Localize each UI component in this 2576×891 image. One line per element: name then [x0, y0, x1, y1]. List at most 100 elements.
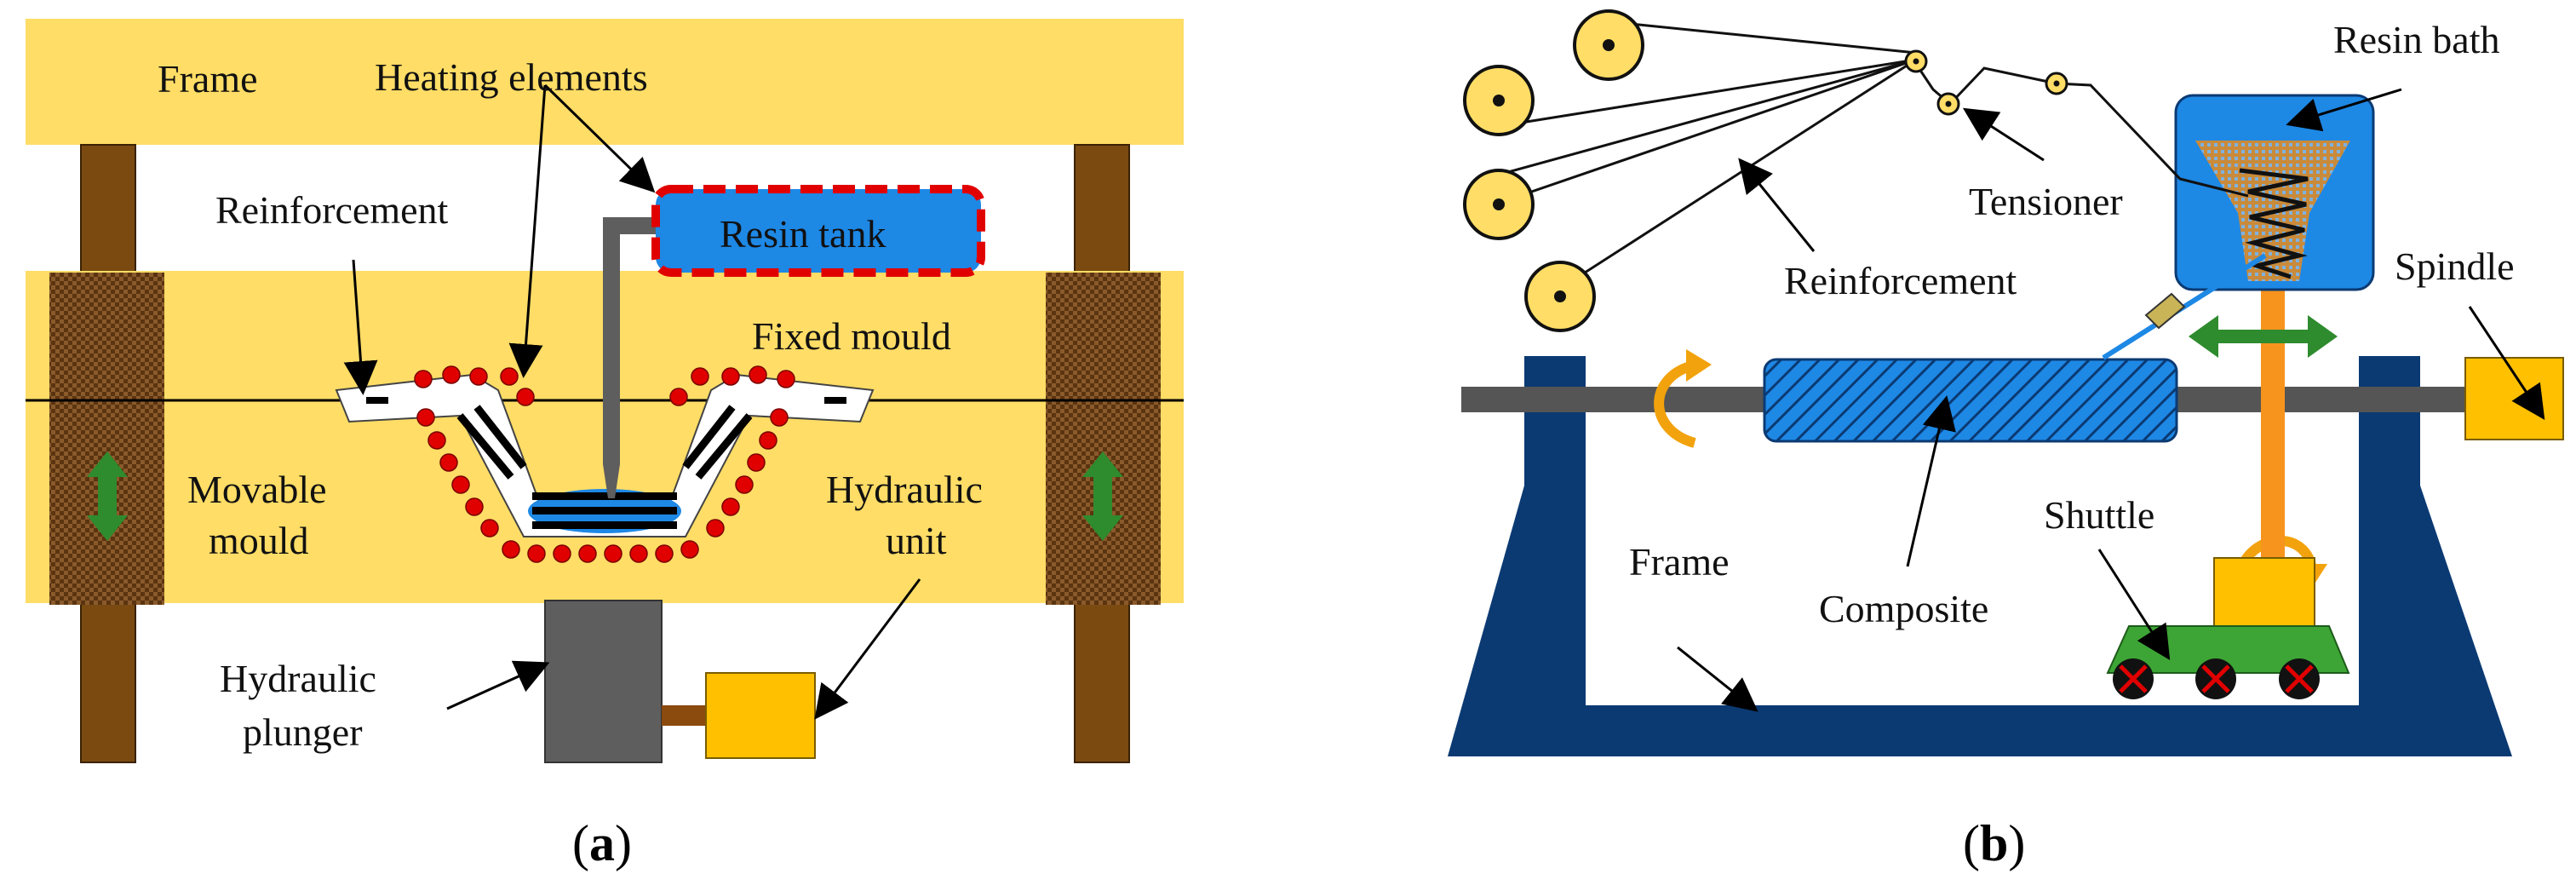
label-heating-elements: Heating elements	[375, 55, 648, 99]
spool-hub	[1493, 198, 1505, 210]
vertical-motion-arrow-left	[87, 451, 128, 541]
fiber-coil	[2239, 168, 2309, 279]
label-reinforcement-b: Reinforcement	[1784, 259, 2017, 302]
heater-dot	[451, 475, 470, 494]
fiber-line	[1558, 58, 1917, 291]
heater-dot	[747, 453, 766, 472]
shuttle-mast	[2261, 281, 2285, 562]
reinforcement-stack	[456, 413, 514, 480]
label-fixed-mould: Fixed mould	[752, 314, 951, 358]
heater-dot	[500, 367, 519, 386]
reinforcement-piece-left	[366, 397, 388, 404]
traverse-arrow	[2189, 315, 2338, 358]
reinforcement-stack	[682, 405, 736, 469]
caption-a-open: (	[572, 815, 589, 871]
label-frame-b: Frame	[1629, 540, 1730, 583]
bushing-right	[1046, 273, 1161, 605]
heater-dot	[553, 544, 571, 563]
heating-leader-2	[543, 83, 656, 193]
hydraulic-unit	[705, 672, 816, 759]
reinforcement-stack	[695, 413, 753, 480]
label-hydraulic-unit-1: Hydraulic	[826, 468, 983, 511]
heater-dot	[759, 431, 777, 450]
heater-dot	[465, 497, 484, 516]
applicator-nozzle	[2144, 292, 2186, 330]
heater-dot	[655, 544, 674, 563]
reinforcement-piece-right	[824, 397, 846, 404]
resin-feed-pipe	[603, 217, 663, 464]
tensioner-rollers	[1904, 49, 2068, 116]
label-reinforcement-a: Reinforcement	[215, 188, 449, 232]
hydraulic-rod	[662, 705, 706, 726]
caption-a-letter: a	[589, 815, 615, 871]
unit-leader	[814, 578, 921, 720]
frame-leader-b	[1677, 646, 1758, 712]
caption-b: (b)	[1963, 815, 2025, 871]
heater-dot	[439, 453, 458, 472]
fiber-line	[1515, 58, 1917, 125]
fiber-line	[1498, 58, 1917, 176]
heating-leader-1	[508, 84, 547, 378]
heater-dot	[469, 367, 488, 386]
mould-cavity	[335, 373, 875, 537]
caption-b-close: )	[2008, 815, 2025, 871]
reinforcement-stack	[532, 521, 677, 529]
label-shuttle: Shuttle	[2044, 493, 2154, 537]
caption-a-close: )	[615, 815, 632, 871]
heater-dot	[442, 365, 461, 384]
label-spindle: Spindle	[2395, 244, 2515, 288]
heater-dot	[777, 370, 795, 388]
heater-dot	[480, 519, 499, 537]
label-tensioner: Tensioner	[1969, 180, 2123, 223]
plunger-leader	[446, 660, 550, 710]
rotation-arrow-spindle-head	[1686, 349, 1712, 382]
shuttle-wheels	[2113, 658, 2320, 699]
hydraulic-plunger	[544, 600, 663, 763]
spindle-leader	[2468, 306, 2545, 420]
resin-feed-nozzle	[603, 464, 620, 498]
wheel-cross	[2119, 664, 2314, 693]
label-movable-mould-1: Movable	[187, 468, 327, 511]
reinforcement-leader-b	[1738, 158, 1816, 252]
reinforcement-leader	[343, 259, 378, 395]
label-hydraulic-plunger-2: plunger	[243, 710, 363, 754]
spindle-motor	[2464, 357, 2564, 440]
heater-dot	[721, 497, 740, 516]
fiber-line	[1494, 58, 1917, 206]
spool-hub	[1554, 290, 1566, 302]
label-resin-tank: Resin tank	[720, 212, 886, 256]
tensioner-roller-hub	[1945, 101, 1952, 107]
frame-top-beam	[26, 19, 1184, 145]
heater-dot	[749, 365, 767, 384]
heater-dot	[416, 408, 435, 427]
heater-dot	[770, 408, 789, 427]
reinforcement-stack	[532, 492, 677, 500]
heater-dot	[502, 540, 520, 559]
fiber-line	[1604, 20, 1917, 55]
composite-part	[1763, 358, 2178, 443]
reinforcement-stack	[532, 507, 677, 514]
heater-dot	[516, 388, 535, 406]
bushing-left	[49, 273, 164, 605]
heater-dot	[427, 431, 446, 450]
label-hydraulic-unit-2: unit	[886, 519, 947, 562]
panel-b: Resin bath Tensioner Reinforcement Spind…	[1448, 9, 2564, 871]
fiber-path	[1914, 63, 2249, 198]
heater-dot	[706, 519, 725, 537]
rotation-arrow-spindle	[1654, 361, 1696, 448]
label-resin-bath: Resin bath	[2333, 18, 2499, 61]
tensioner-roller-hub	[1913, 58, 1919, 65]
heater-dot	[578, 544, 597, 563]
heater-dot	[527, 544, 546, 563]
reinforcement-spools	[1463, 9, 2249, 332]
spool-hub	[1493, 95, 1505, 106]
heater-dot	[721, 367, 740, 386]
label-movable-mould-2: mould	[209, 519, 309, 562]
tensioner-roller-hub	[2053, 80, 2060, 87]
caption-a: (a)	[572, 815, 632, 871]
composite-leader	[1906, 395, 1956, 567]
panel-a: Frame Heating elements Reinforcement Res…	[26, 19, 1184, 871]
label-hydraulic-plunger-1: Hydraulic	[220, 657, 376, 700]
heater-dot	[669, 388, 688, 406]
